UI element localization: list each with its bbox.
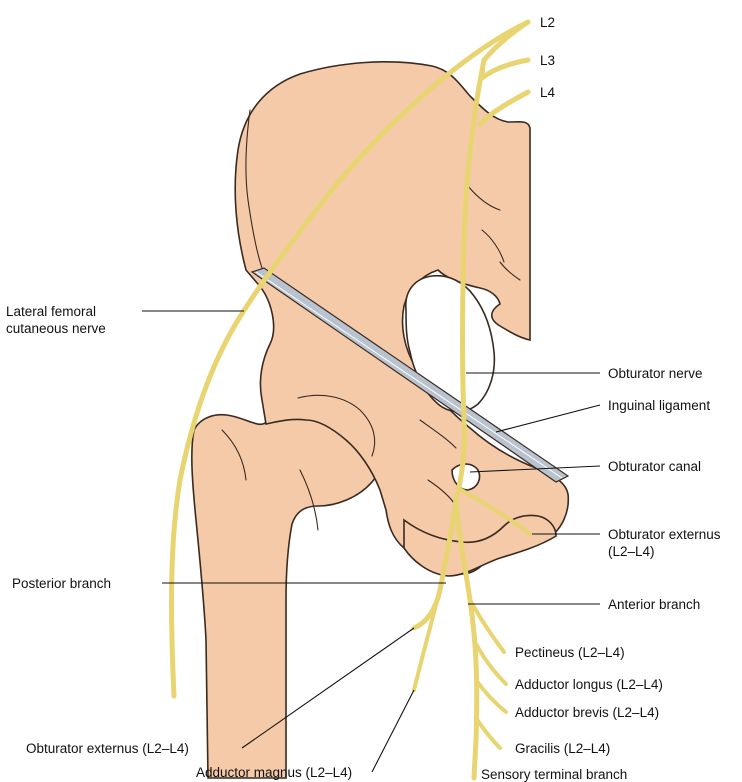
leader-inguinal-ligament	[496, 405, 600, 432]
label-obturator-canal: Obturator canal	[608, 459, 701, 474]
label-inguinal-ligament: Inguinal ligament	[608, 398, 710, 413]
pelvis-and-femur	[192, 62, 568, 778]
label-pectineus: Pectineus (L2–L4)	[515, 645, 625, 660]
label-l2: L2	[540, 15, 555, 30]
label-adductor-brevis: Adductor brevis (L2–L4)	[515, 705, 659, 720]
label-obturator-externus-1: Obturator externus	[608, 527, 721, 542]
label-adductor-magnus: Adductor magnus (L2–L4)	[196, 765, 352, 780]
label-obturator-externus-bottom: Obturator externus (L2–L4)	[26, 741, 189, 756]
leader-adductor-magnus	[372, 690, 414, 772]
label-sensory-terminal: Sensory terminal branch	[481, 767, 627, 782]
label-l3: L3	[540, 53, 555, 68]
l3-root	[482, 60, 528, 78]
label-l4: L4	[540, 85, 556, 100]
label-posterior-branch: Posterior branch	[12, 576, 111, 591]
label-lateral-femoral-2: cutaneous nerve	[6, 321, 106, 336]
label-adductor-longus: Adductor longus (L2–L4)	[515, 677, 663, 692]
gracilis-branch	[476, 718, 500, 748]
label-gracilis: Gracilis (L2–L4)	[515, 741, 610, 756]
label-anterior-branch: Anterior branch	[608, 597, 700, 612]
label-obturator-externus-2: (L2–L4)	[608, 544, 655, 559]
posterior-to-adductor-magnus	[414, 590, 440, 690]
label-lateral-femoral-1: Lateral femoral	[6, 304, 96, 319]
label-obturator-nerve: Obturator nerve	[608, 366, 703, 381]
l4-root	[480, 92, 528, 124]
adductor-brevis-branch	[476, 680, 506, 712]
